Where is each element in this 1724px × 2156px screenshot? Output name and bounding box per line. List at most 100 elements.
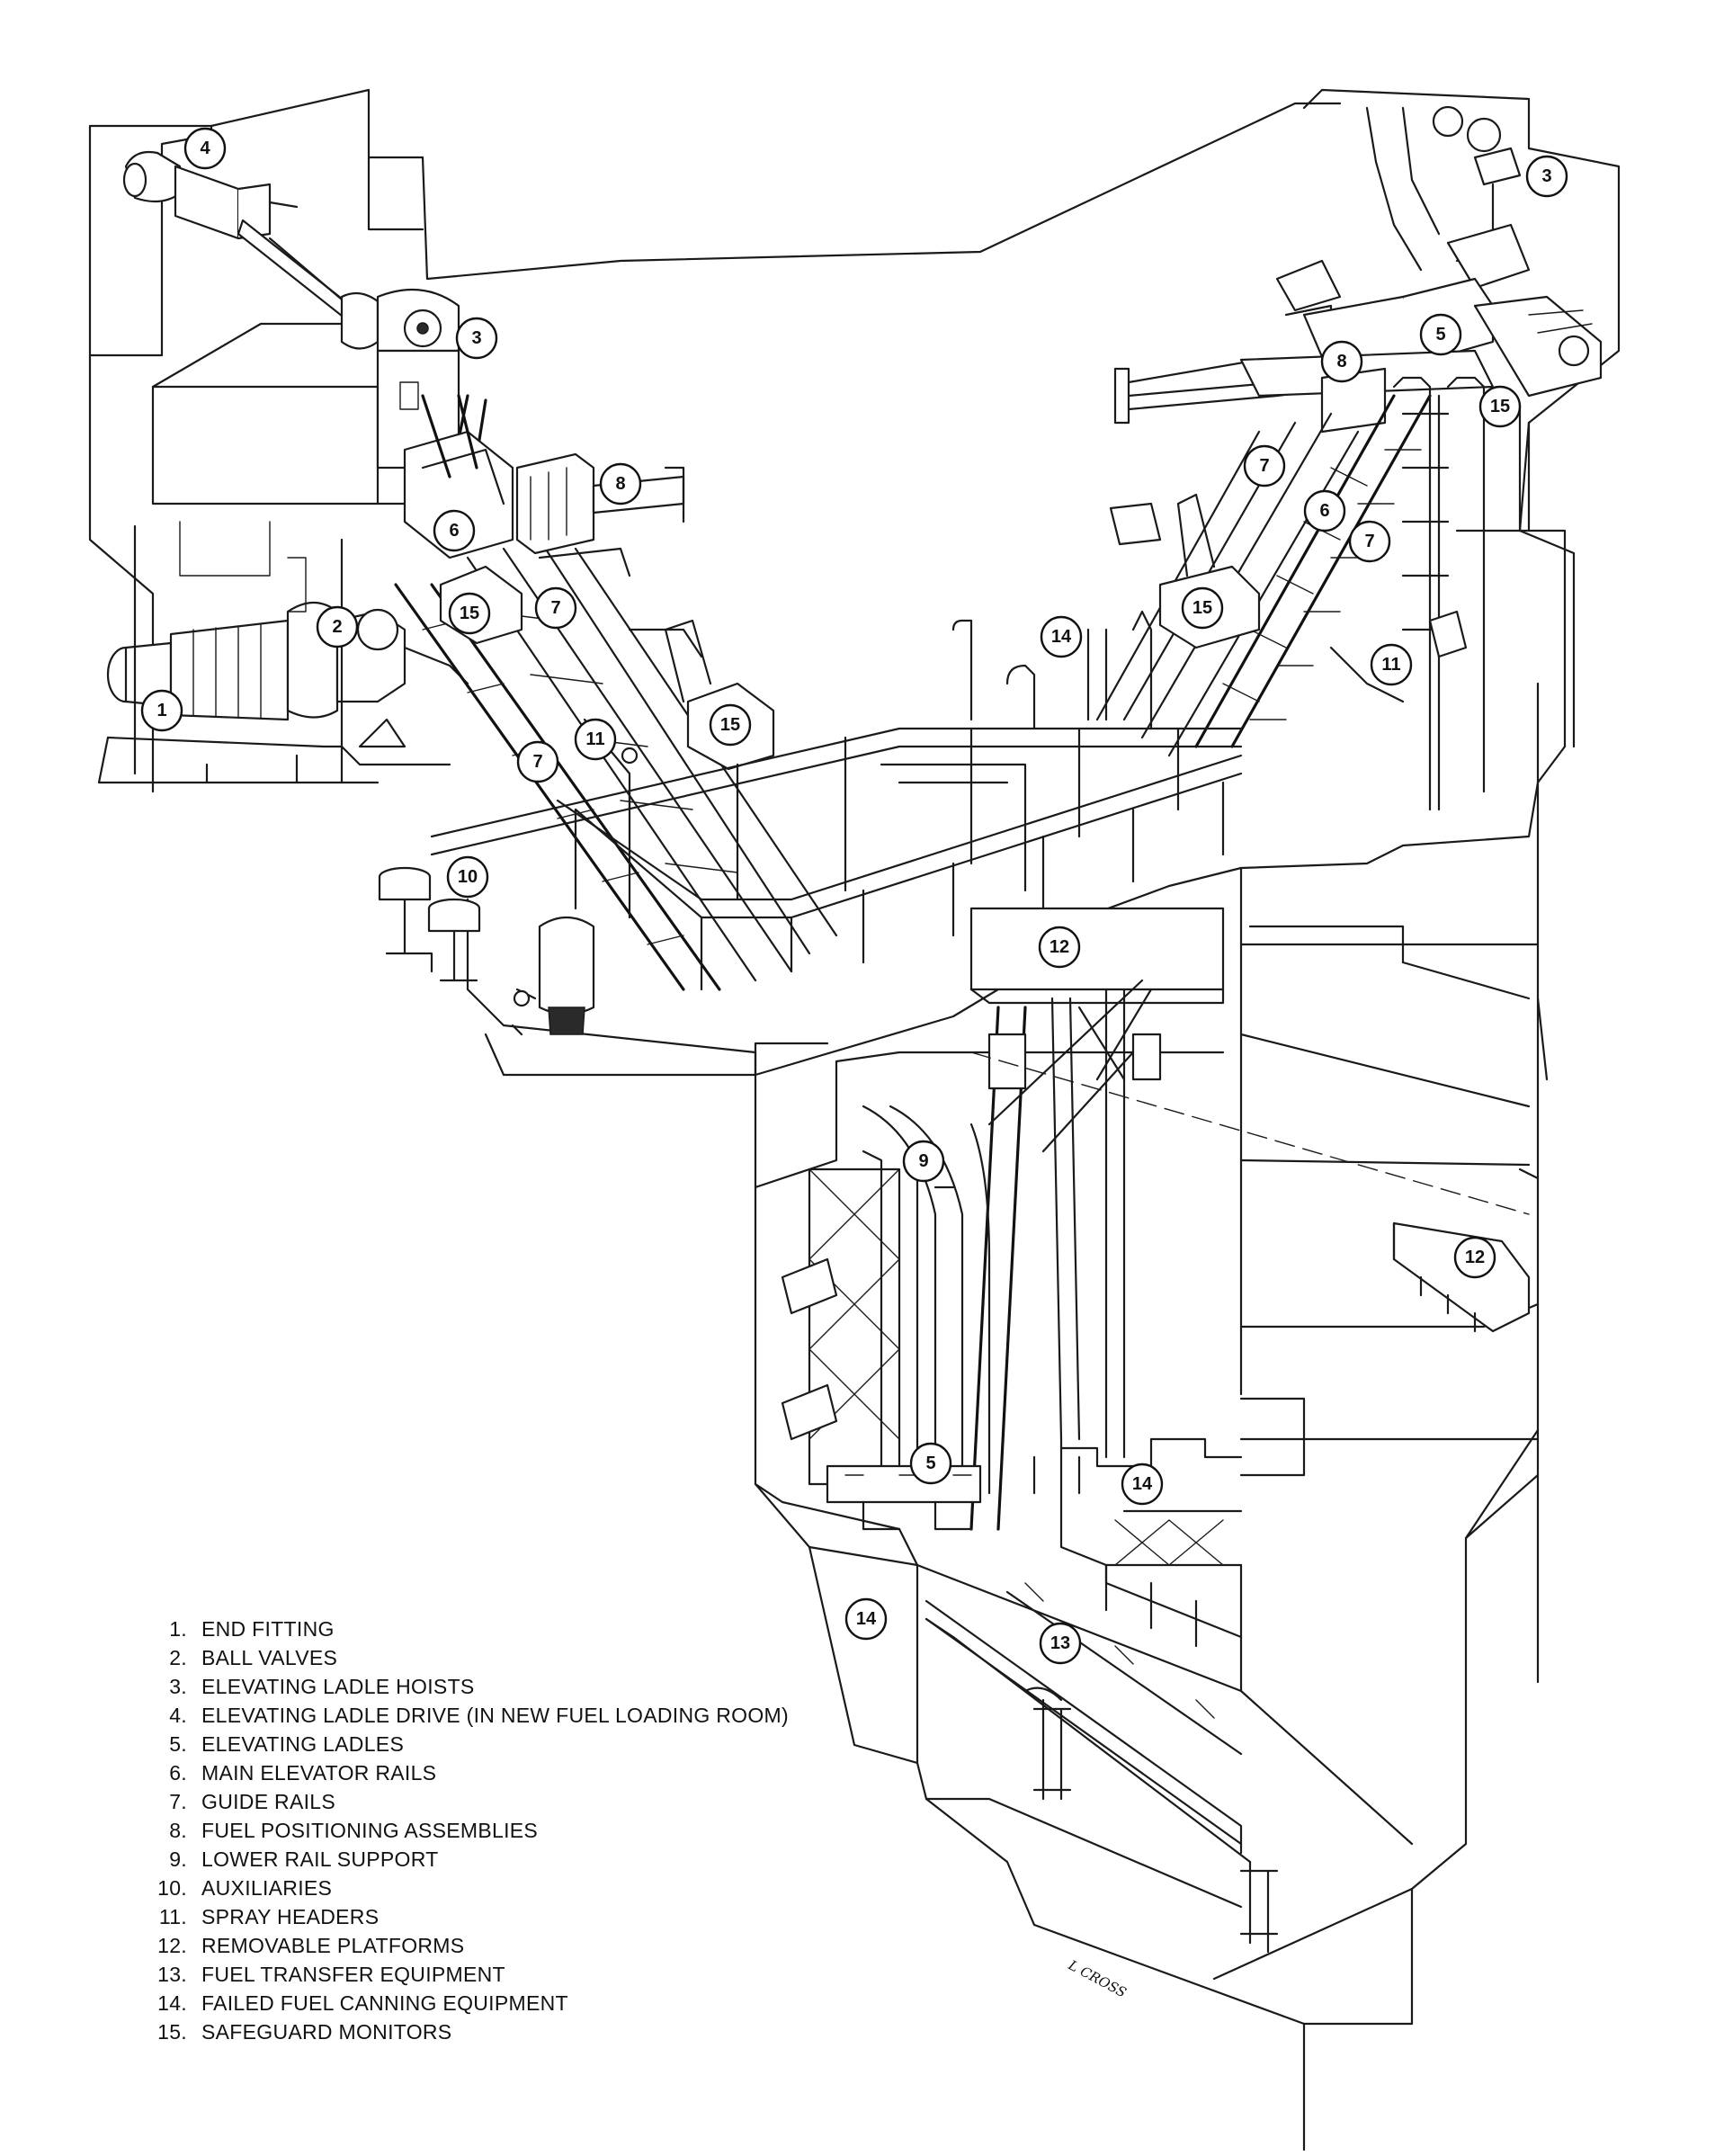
callout-6-rails-right: 6: [1303, 489, 1346, 532]
legend-label: END FITTING: [201, 1616, 335, 1641]
end-fitting-and-ball-valves: [97, 521, 469, 784]
legend-number: 8.: [169, 1818, 187, 1842]
legend-label: ELEVATING LADLES: [201, 1731, 405, 1756]
callout-15-monitor-right-a: 15: [1181, 586, 1224, 630]
legend-number: 11.: [158, 1904, 187, 1928]
svg-text:7: 7: [550, 598, 560, 618]
lower-rail-support: [781, 979, 1162, 1531]
legend-number: 5.: [169, 1731, 187, 1756]
svg-text:1: 1: [156, 701, 166, 720]
legend-label: SAFEGUARD MONITORS: [201, 2019, 452, 2044]
legend-item: 9. LOWER RAIL SUPPORT: [135, 1845, 854, 1874]
callout-3-hoist-right: 3: [1525, 155, 1568, 198]
svg-text:6: 6: [449, 521, 459, 541]
svg-text:4: 4: [200, 139, 210, 158]
legend-item: 11. SPRAY HEADERS: [135, 1902, 854, 1931]
legend-label: MAIN ELEVATOR RAILS: [201, 1760, 437, 1785]
legend-label: ELEVATING LADLE DRIVE (IN NEW FUEL LOADI…: [201, 1703, 789, 1727]
callout-10-auxiliaries: 10: [446, 855, 489, 899]
callout-11-spray-right: 11: [1370, 643, 1413, 686]
legend-item: 1. END FITTING: [135, 1615, 854, 1643]
callout-5-ladle-upper: 5: [1419, 313, 1462, 356]
callout-15-monitor-left-b: 15: [709, 703, 752, 747]
svg-text:11: 11: [585, 729, 604, 749]
svg-text:3: 3: [471, 328, 481, 348]
svg-text:7: 7: [1364, 532, 1374, 551]
svg-text:14: 14: [1051, 627, 1072, 647]
svg-text:14: 14: [856, 1609, 877, 1629]
svg-text:2: 2: [332, 617, 342, 637]
svg-text:9: 9: [918, 1151, 928, 1171]
svg-text:15: 15: [1193, 598, 1212, 618]
callout-14-canning-right: 14: [1121, 1463, 1164, 1506]
legend-item: 3. ELEVATING LADLE HOISTS: [135, 1672, 854, 1701]
legend-item: 15. SAFEGUARD MONITORS: [135, 2017, 854, 2046]
callout-8-positioning-left: 8: [599, 462, 642, 505]
svg-text:7: 7: [532, 752, 542, 772]
gallery-handrail: [430, 610, 1243, 991]
callout-5-ladle-lower: 5: [909, 1442, 952, 1485]
svg-text:12: 12: [1465, 1248, 1485, 1267]
legend-number: 1.: [169, 1616, 187, 1641]
callout-13-fuel-transfer: 13: [1039, 1622, 1082, 1665]
callout-1-end-fitting: 1: [140, 689, 183, 732]
legend-item: 6. MAIN ELEVATOR RAILS: [135, 1758, 854, 1787]
svg-text:8: 8: [1336, 352, 1346, 371]
legend-item: 13. FUEL TRANSFER EQUIPMENT: [135, 1960, 854, 1989]
callout-12-platform-upper: 12: [1038, 926, 1081, 969]
legend-item: 2. BALL VALVES: [135, 1643, 854, 1672]
callout-7-guide-left-upper: 7: [534, 586, 577, 630]
callout-2-ball-valves: 2: [316, 605, 359, 649]
legend-item: 7.GUIDE RAILS: [135, 1787, 854, 1816]
callout-3-hoist-left: 3: [455, 317, 498, 360]
svg-text:15: 15: [1490, 397, 1510, 416]
legend-item: 14.FAILED FUEL CANNING EQUIPMENT: [135, 1989, 854, 2017]
callout-12-platform-lower: 12: [1453, 1236, 1496, 1279]
legend-label: SPRAY HEADERS: [201, 1904, 380, 1928]
callout-7-guide-right-a: 7: [1243, 444, 1286, 488]
legend-label: AUXILIARIES: [201, 1875, 333, 1900]
fuel-transfer-equipment: [925, 1582, 1279, 1954]
legend-number: 12.: [157, 1933, 187, 1957]
failed-fuel-canning-equipment: [1059, 1437, 1243, 1648]
legend-number: 2.: [169, 1645, 187, 1669]
callout-6-rails-left: 6: [433, 509, 476, 552]
svg-text:5: 5: [925, 1454, 935, 1473]
svg-text:7: 7: [1259, 456, 1269, 476]
artist-signature: L CROSS: [1065, 1956, 1129, 2000]
legend-number: 7.: [169, 1789, 187, 1813]
callout-15-monitor-left-a: 15: [448, 592, 491, 635]
legend-list: 1. END FITTING 2. BALL VALVES 3. ELEVATING …: [135, 1615, 854, 2046]
legend-label: BALL VALVES: [201, 1645, 338, 1669]
callout-9-lower-rail-support: 9: [902, 1140, 945, 1183]
legend-label: FUEL TRANSFER EQUIPMENT: [201, 1962, 505, 1986]
legend-number: 9.: [169, 1847, 187, 1871]
legend-label: FUEL POSITIONING ASSEMBLIES: [201, 1818, 539, 1842]
svg-text:14: 14: [1132, 1474, 1153, 1494]
legend-item: 10.AUXILIARIES: [135, 1874, 854, 1902]
auxiliaries-equipment: [378, 866, 595, 1036]
callout-11-spray-left: 11: [574, 718, 617, 761]
legend-number: 15.: [157, 2019, 187, 2044]
callout-15-monitor-right-b: 15: [1478, 385, 1522, 428]
legend-number: 13.: [157, 1962, 187, 1986]
callout-14-canning-left: 14: [844, 1597, 888, 1641]
legend-number: 14.: [157, 1990, 187, 2015]
svg-text:3: 3: [1541, 166, 1551, 186]
legend-item: 8. FUEL POSITIONING ASSEMBLIES: [135, 1816, 854, 1845]
svg-text:12: 12: [1050, 937, 1069, 957]
legend-number: 3.: [169, 1674, 187, 1698]
callout-7-guide-right-b: 7: [1348, 520, 1391, 563]
legend-label: LOWER RAIL SUPPORT: [201, 1847, 439, 1871]
svg-text:11: 11: [1381, 655, 1400, 675]
legend-label: REMOVABLE PLATFORMS: [201, 1933, 465, 1957]
svg-text:10: 10: [458, 867, 478, 887]
legend-number: 6.: [169, 1760, 187, 1785]
svg-text:13: 13: [1050, 1633, 1070, 1653]
svg-text:6: 6: [1319, 501, 1329, 521]
callout-8-positioning-right: 8: [1320, 340, 1363, 383]
svg-text:5: 5: [1435, 325, 1445, 344]
legend-label: ELEVATING LADLE HOISTS: [201, 1674, 475, 1698]
legend-number: 4.: [169, 1703, 187, 1727]
